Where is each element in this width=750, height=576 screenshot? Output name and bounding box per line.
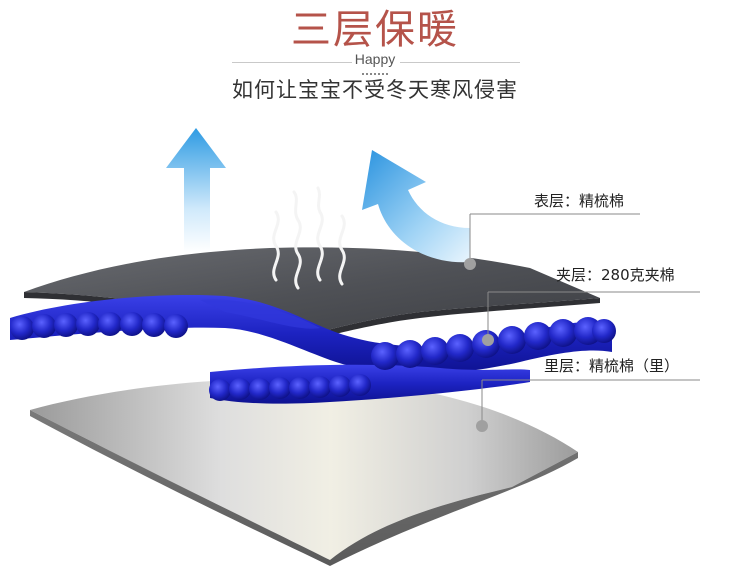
- page-subtitle: 如何让宝宝不受冬天寒风侵害: [232, 78, 518, 102]
- label-inner-layer: 里层：精梳棉（里）: [544, 357, 680, 375]
- callout-middle: [482, 291, 700, 346]
- filling-layer: [10, 294, 616, 404]
- page-title: 三层保暖: [291, 7, 459, 53]
- dotted-accent: [362, 70, 388, 75]
- callout-top: [464, 213, 640, 270]
- label-middle-layer: 夹层：280克夹棉: [556, 266, 675, 284]
- filling-tubes-front: [10, 312, 616, 370]
- header: 三层保暖 Happy 如何让宝宝不受冬天寒风侵害: [0, 0, 750, 110]
- arrow-up-icon: [166, 128, 226, 252]
- heat-wave-icon: [272, 186, 346, 290]
- arrow-curved-icon: [362, 150, 470, 263]
- label-outer-layer: 表层：精梳棉: [534, 192, 625, 210]
- subtitle-english: Happy: [354, 51, 396, 67]
- divider-right: [400, 62, 520, 63]
- divider-left: [232, 62, 352, 63]
- inner-fabric-layer: [30, 378, 578, 566]
- filling-tubes-lower: [209, 374, 371, 401]
- outer-fabric-layer: [24, 247, 600, 341]
- callout-bottom: [476, 379, 700, 432]
